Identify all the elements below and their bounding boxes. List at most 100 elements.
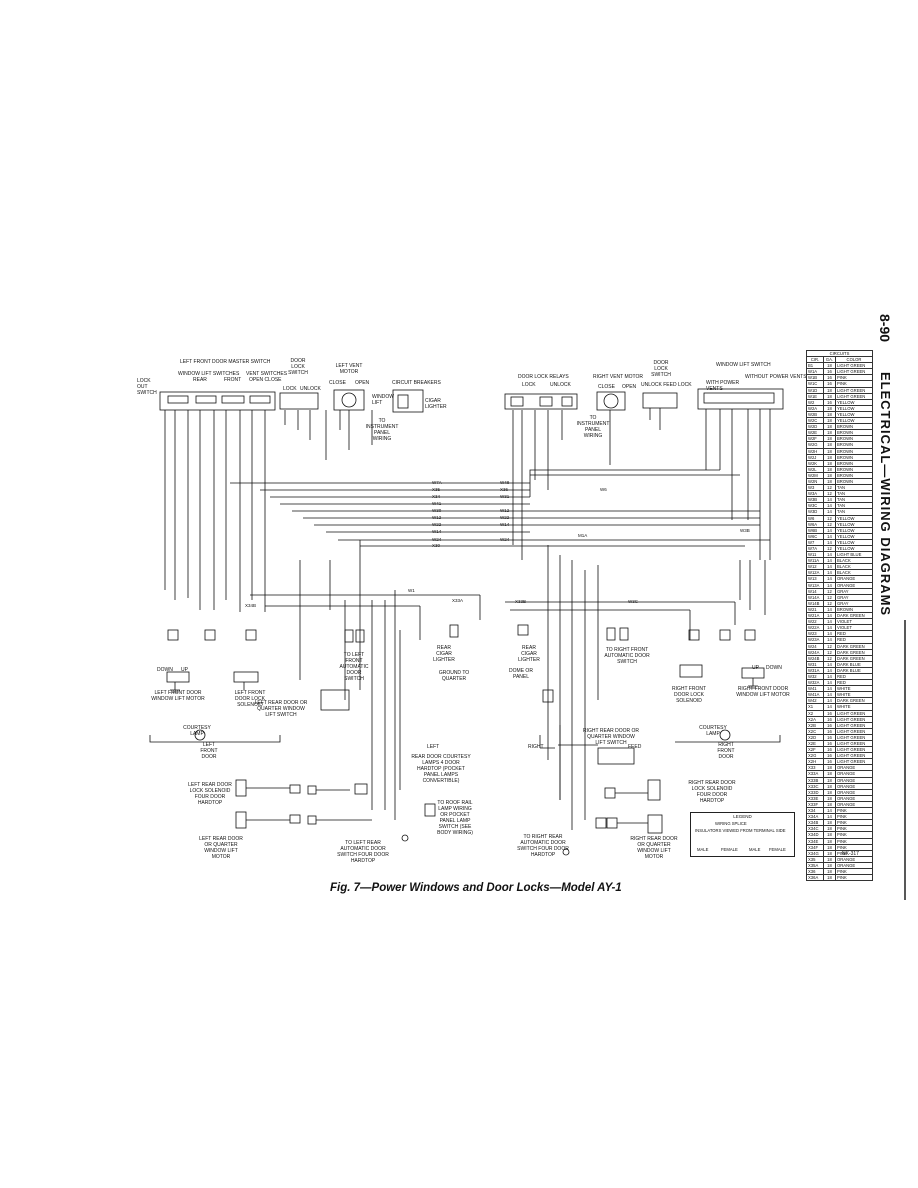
front-label: FRONT [224, 377, 242, 383]
page-number-text: 8-90 [877, 314, 893, 343]
wire-label: X30 [432, 543, 441, 548]
figure-caption: Fig. 7—Power Windows and Door Locks—Mode… [330, 882, 622, 894]
legend-female-2: FEMALE [769, 847, 786, 852]
without-power-vents-label: WITHOUT POWER VENTS [745, 374, 807, 380]
section-title: ELECTRICAL—WIRING DIAGRAMS [878, 372, 893, 616]
courtesy-lamp-label-right: COURTESY LAMP [699, 725, 727, 737]
right-door-lock-switch [642, 392, 678, 409]
rear-courtesy-label: REAR DOOR COURTESY LAMPS 4 DOOR HARDTOP … [411, 754, 471, 784]
rear-cigar-lighter-label: REAR CIGAR LIGHTER [433, 645, 455, 663]
wire-label: X36 [500, 487, 509, 492]
wire-label: X34B [245, 603, 257, 608]
wire-label: W3C [628, 599, 638, 604]
to-roof-rail-label: TO ROOF RAIL LAMP WIRING OR POCKET PANEL… [437, 800, 473, 836]
circuit-color: LIGHT GREEN [835, 721, 873, 729]
circuit-color: YELLOW [835, 532, 873, 540]
door-lock-relays-label: DOOR LOCK RELAYS [518, 374, 569, 380]
circuit-id: X36A [806, 874, 824, 882]
page-number: 8-90 [877, 314, 893, 342]
window-lift-label: WINDOW LIFT [372, 394, 394, 406]
circuit-color: LIGHT GREEN [835, 386, 873, 394]
circuit-color: ORANGE [835, 800, 873, 809]
rr-window-motor-label: RIGHT REAR DOOR OR QUARTER WINDOW LIFT M… [630, 836, 678, 860]
circuit-color: YELLOW [835, 398, 873, 406]
circuits-heading: CIRCUITS [806, 349, 873, 358]
right-vent-motor [596, 391, 626, 411]
circuit-breaker-box [392, 389, 424, 413]
circuit-color: LIGHT GREEN [835, 715, 873, 723]
with-power-vents-label: WITH POWER VENTS [706, 380, 740, 392]
circuit-color: LIGHT BLUE [835, 551, 873, 559]
door-lock-switch-label: DOOR LOCK SWITCH [288, 358, 308, 376]
circuit-breakers-label: CIRCUIT BREAKERS [392, 380, 441, 386]
wire-label: W14 [432, 529, 442, 534]
legend-insulators: INSULATORS VIEWED FROM TERMINAL SIDE [695, 828, 786, 833]
vent-switches-label: VENT SWITCHES [246, 371, 288, 377]
circuit-color: DARK BLUE [835, 666, 873, 674]
circuit-color: YELLOW [835, 538, 873, 547]
to-rf-auto-switch-label: TO RIGHT FRONT AUTOMATIC DOOR SWITCH [604, 647, 650, 665]
circuit-color: ORANGE [835, 581, 873, 589]
wire-label: W3B [740, 528, 750, 533]
lock-out-switch-label: LOCK OUT SWITCH [137, 378, 157, 396]
circuit-color: DARK GREEN [835, 642, 873, 650]
circuit-color: LIGHT GREEN [835, 758, 873, 766]
lf-master-switch-box [159, 391, 276, 411]
right-unlock-label: UNLOCK [550, 382, 571, 388]
lf-window-motor [166, 671, 190, 683]
dome-or-panel-label: DOME OR PANEL [509, 668, 533, 680]
circuit-color: PINK [835, 874, 873, 882]
circuit-color: ORANGE [835, 575, 873, 583]
circuit-color: ORANGE [835, 794, 873, 802]
circuit-color: DARK GREEN [835, 612, 873, 620]
rf-lock-solenoid [679, 664, 703, 678]
circuit-color: ORANGE [835, 788, 873, 796]
cigar-lighter-label: CIGAR LIGHTER [425, 398, 447, 410]
right-door-lock-switch-label: DOOR LOCK SWITCH [651, 360, 671, 378]
wire-label: W14 [500, 522, 510, 527]
circuit-color: LIGHT GREEN [835, 709, 873, 717]
legend-male-2: MALE [749, 847, 761, 852]
wire-label: W7A [432, 480, 442, 485]
wire-label: W22 [500, 515, 510, 520]
left-front-door-label: LEFT FRONT DOOR [200, 742, 218, 760]
to-lf-auto-switch-label: TO LEFT FRONT AUTOMATIC DOOR SWITCH [339, 652, 369, 682]
ground-to-quarter-label: GROUND TO QUARTER [438, 670, 470, 682]
to-rr-auto-switch-label: TO RIGHT REAR AUTOMATIC DOOR SWITCH FOUR… [517, 834, 569, 858]
open-close-label: OPEN CLOSE [249, 377, 282, 383]
wire-label: W12 [432, 515, 442, 520]
circuit-color: ORANGE [835, 776, 873, 784]
left-label: LEFT [427, 744, 440, 750]
right-open-label: OPEN [622, 384, 637, 390]
lock-label: LOCK [283, 386, 297, 392]
up-label-rf: UP [752, 665, 759, 671]
circuit-color: LIGHT GREEN [835, 362, 873, 370]
rear-label: REAR [193, 377, 207, 383]
right-lock-label: LOCK [522, 382, 536, 388]
